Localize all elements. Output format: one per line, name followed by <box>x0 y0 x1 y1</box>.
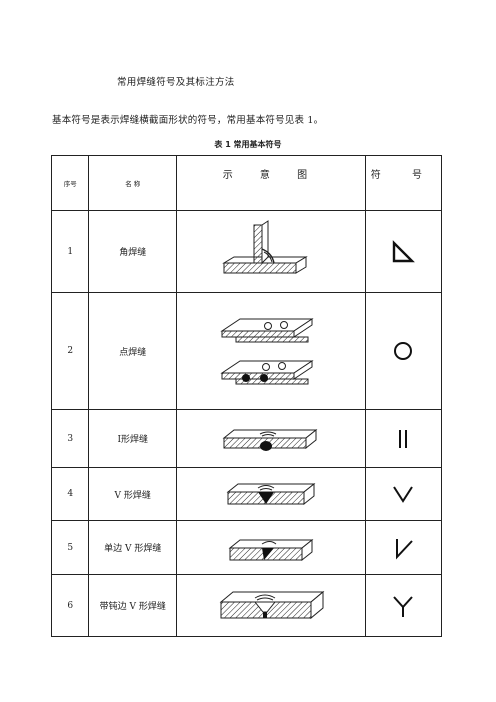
table-caption: 表 1 常用基本符号 <box>214 140 282 149</box>
table-row: 1 角焊缝 <box>50 210 443 293</box>
row-num: 3 <box>50 409 90 468</box>
header-figure: 示 意 图 <box>176 155 366 211</box>
table-header-row: 序号 名 称 示 意 图 符 号 <box>50 155 443 211</box>
row-name: 带钝边 V 形焊缝 <box>88 574 178 637</box>
i-weld-diagram <box>176 409 366 468</box>
weld-symbol-table: 序号 名 称 示 意 图 符 号 1 角焊缝 2 点焊缝 <box>50 155 443 637</box>
table-row: 4 V 形焊缝 <box>50 467 443 521</box>
row-name: 角焊缝 <box>88 210 178 293</box>
header-symbol: 符 号 <box>364 155 443 211</box>
row-name: Ⅰ形焊缝 <box>88 409 178 468</box>
row-num: 2 <box>50 292 90 410</box>
row-num: 4 <box>50 467 90 521</box>
header-num: 序号 <box>50 155 90 211</box>
row-num: 5 <box>50 520 90 575</box>
y-weld-diagram <box>176 574 366 637</box>
table-row: 3 Ⅰ形焊缝 <box>50 409 443 468</box>
y-groove-icon <box>364 574 443 637</box>
fillet-weld-triangle-icon <box>364 210 443 293</box>
intro-paragraph: 基本符号是表示焊缝横截面形状的符号，常用基本符号见表 1。 <box>52 115 324 126</box>
table-row: 5 单边 V 形焊缝 <box>50 520 443 575</box>
single-bevel-weld-diagram <box>176 520 366 575</box>
row-num: 6 <box>50 574 90 637</box>
spot-weld-diagram <box>176 292 366 410</box>
square-butt-double-bar-icon <box>364 409 443 468</box>
fillet-weld-diagram <box>176 210 366 293</box>
table-row: 6 带钝边 V 形焊缝 <box>50 574 443 637</box>
header-name: 名 称 <box>88 155 178 211</box>
spot-weld-circle-icon <box>364 292 443 410</box>
document-title: 常用焊缝符号及其标注方法 <box>117 77 235 88</box>
v-weld-diagram <box>176 467 366 521</box>
row-name: 单边 V 形焊缝 <box>88 520 178 575</box>
row-name: V 形焊缝 <box>88 467 178 521</box>
single-bevel-icon <box>364 520 443 575</box>
row-name: 点焊缝 <box>88 292 178 410</box>
row-num: 1 <box>50 210 90 293</box>
v-groove-icon <box>364 467 443 521</box>
table-row: 2 点焊缝 <box>50 292 443 410</box>
